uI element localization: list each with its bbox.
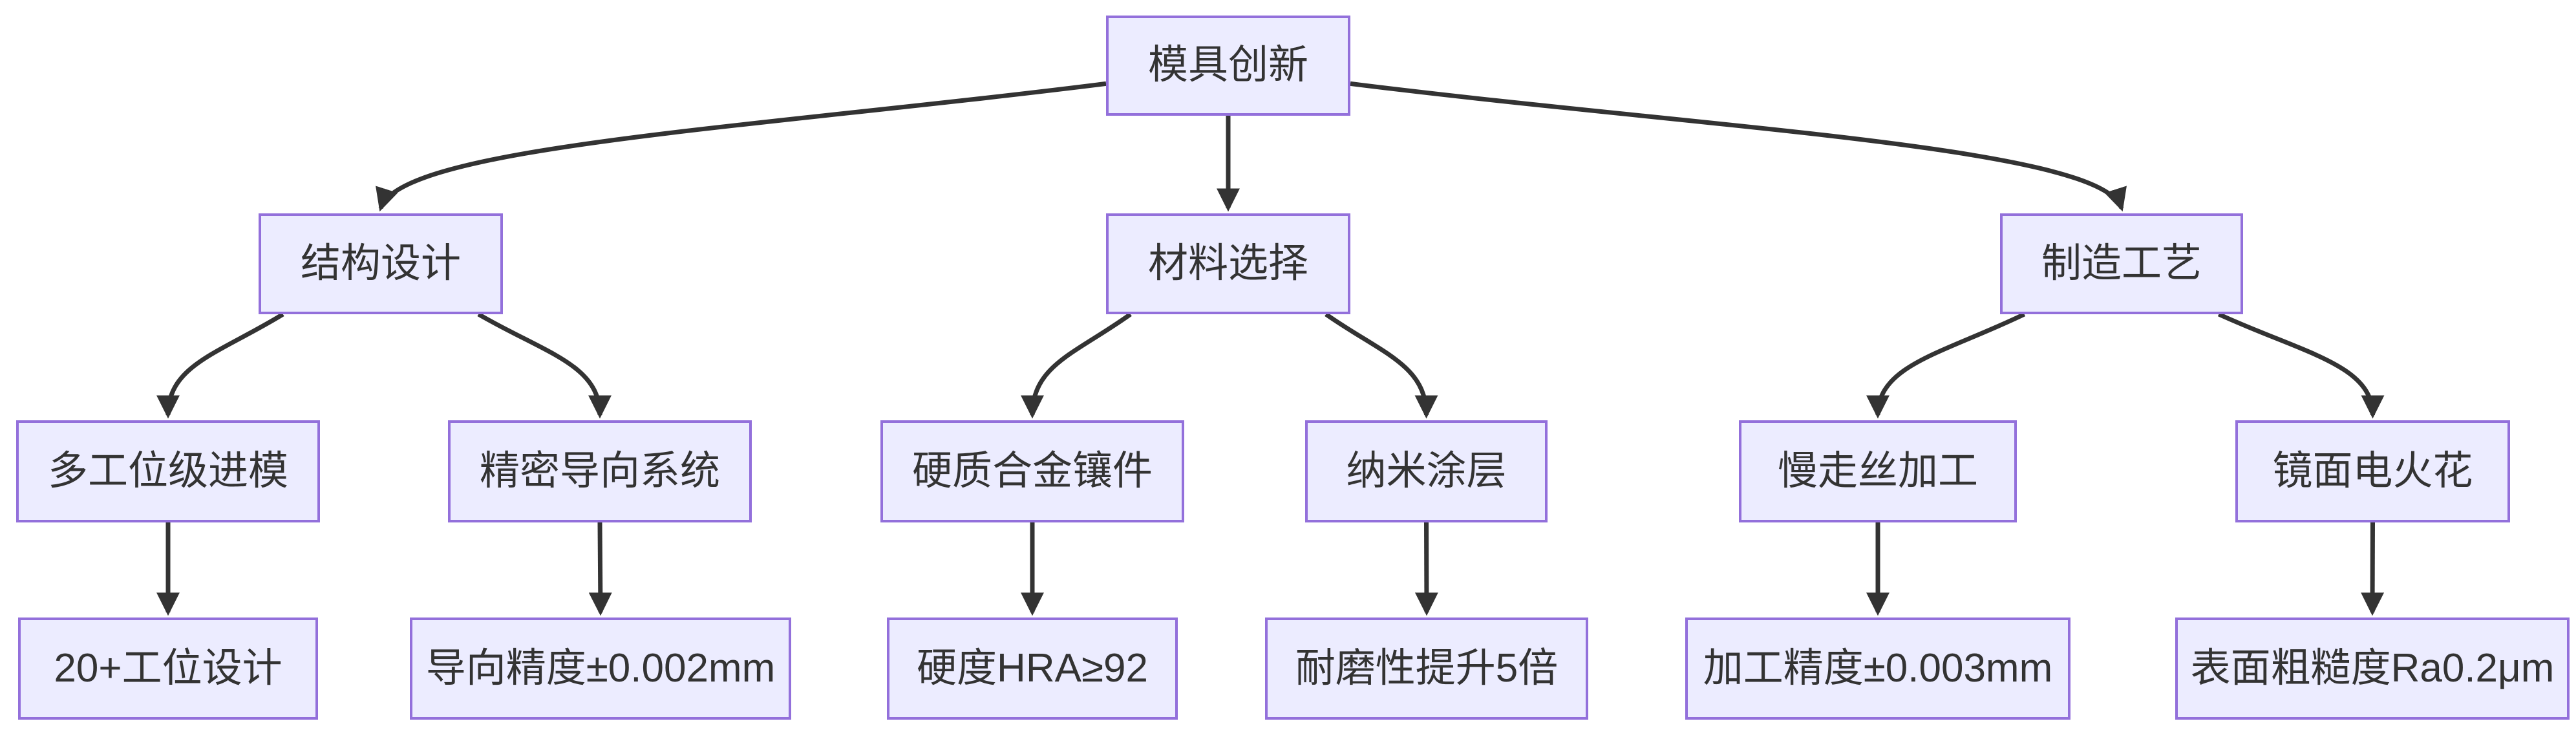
node-label-wire: 慢走丝加工 (1777, 448, 1978, 493)
node-label-progressive: 多工位级进模 (47, 448, 288, 493)
node-label-design: 结构设计 (300, 241, 461, 286)
flowchart-node-mirror: 镜面电火花 (2235, 420, 2510, 522)
node-label-precision: 导向精度±0.002mm (425, 645, 776, 691)
flowchart-edge-material-nano (1325, 312, 1438, 419)
flowchart-node-progressive: 多工位级进模 (16, 420, 320, 522)
flowchart-edge-mirror-roughness (2361, 522, 2385, 616)
flowchart-node-nano: 纳米涂层 (1305, 420, 1548, 522)
node-label-hardness: 硬度HRA≥92 (917, 645, 1148, 691)
node-label-nano: 纳米涂层 (1346, 448, 1507, 493)
flowchart-node-accuracy: 加工精度±0.003mm (1685, 618, 2070, 720)
flowchart-edge-material-carbide (1021, 312, 1132, 419)
flowchart-node-root: 模具创新 (1106, 16, 1350, 116)
node-label-mirror: 镜面电火花 (2272, 448, 2473, 493)
node-label-roughness: 表面粗糙度Ra0.2μm (2190, 645, 2555, 691)
node-label-accuracy: 加工精度±0.003mm (1703, 645, 2053, 691)
flowchart-node-design: 结构设计 (259, 213, 503, 314)
node-label-carbide: 硬质合金镶件 (911, 448, 1153, 493)
flowchart-edge-root-process (1350, 81, 2127, 212)
flowchart-edge-root-design (376, 81, 1107, 212)
flowchart-edge-guide-precision (588, 522, 612, 616)
flowchart-edge-design-guide (477, 312, 612, 419)
node-label-guide: 精密导向系统 (479, 448, 720, 493)
flowchart-edge-process-wire (1866, 312, 2026, 419)
flowchart-edge-design-progressive (156, 312, 284, 419)
flowchart-node-precision: 导向精度±0.002mm (410, 618, 791, 720)
flowchart-node-wire: 慢走丝加工 (1739, 420, 2017, 522)
node-label-station: 20+工位设计 (54, 645, 282, 691)
flowchart-node-process: 制造工艺 (2000, 213, 2243, 314)
flowchart-node-roughness: 表面粗糙度Ra0.2μm (2175, 618, 2570, 720)
flowchart-edge-process-mirror (2217, 312, 2385, 419)
node-label-material: 材料选择 (1147, 241, 1308, 286)
flowchart-node-material: 材料选择 (1106, 213, 1350, 314)
flowchart-node-wear: 耐磨性提升5倍 (1265, 618, 1588, 720)
flowchart-node-guide: 精密导向系统 (448, 420, 752, 522)
node-label-wear: 耐磨性提升5倍 (1295, 645, 1559, 691)
flowchart-node-station: 20+工位设计 (18, 618, 318, 720)
flowchart-node-carbide: 硬质合金镶件 (880, 420, 1184, 522)
flowchart-node-hardness: 硬度HRA≥92 (887, 618, 1178, 720)
node-label-process: 制造工艺 (2041, 241, 2202, 286)
node-label-root: 模具创新 (1147, 43, 1308, 88)
